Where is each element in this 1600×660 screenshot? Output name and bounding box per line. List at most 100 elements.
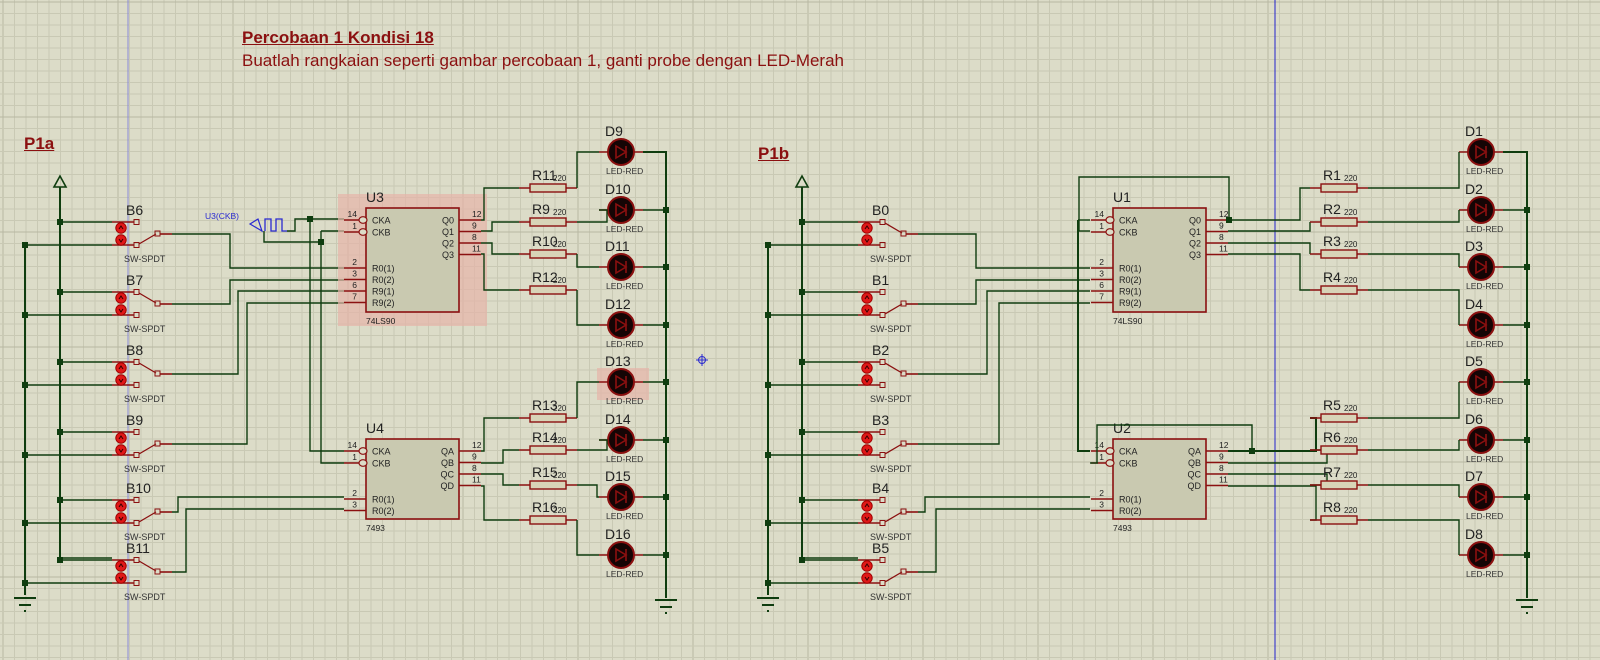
wire[interactable] xyxy=(577,439,608,451)
switch-lever[interactable] xyxy=(138,443,157,455)
switch-lever[interactable] xyxy=(884,222,903,234)
switch-lever[interactable] xyxy=(138,362,157,374)
wire[interactable] xyxy=(576,381,599,418)
wire[interactable] xyxy=(320,231,344,464)
switch-up-button[interactable] xyxy=(861,500,873,512)
switch-lever[interactable] xyxy=(884,443,903,455)
switch-down-button[interactable] xyxy=(115,444,127,456)
wire[interactable] xyxy=(481,242,519,255)
switch-up-button[interactable] xyxy=(115,292,127,304)
wire[interactable] xyxy=(1368,382,1460,419)
wire[interactable] xyxy=(576,520,599,556)
switch-down-button[interactable] xyxy=(115,234,127,246)
wire[interactable] xyxy=(1368,519,1460,555)
wire[interactable] xyxy=(172,279,344,305)
wire[interactable] xyxy=(1368,289,1460,325)
wire[interactable] xyxy=(481,417,519,452)
wire[interactable] xyxy=(172,496,344,513)
wire[interactable] xyxy=(481,187,519,221)
switch-up-button[interactable] xyxy=(115,432,127,444)
clock-probe-u3ckb[interactable]: U3(CKB) xyxy=(205,211,287,233)
wire[interactable] xyxy=(1077,220,1090,452)
switch-down-button[interactable] xyxy=(861,374,873,386)
wire[interactable] xyxy=(287,218,344,232)
switch-up-button[interactable] xyxy=(861,222,873,234)
wire[interactable] xyxy=(172,290,344,375)
switch-down-button[interactable] xyxy=(115,512,127,524)
switch-up-button[interactable] xyxy=(861,432,873,444)
switch-down-button[interactable] xyxy=(861,512,873,524)
switch-lever[interactable] xyxy=(884,511,903,523)
switch-lever[interactable] xyxy=(138,233,157,245)
switch-down-button[interactable] xyxy=(861,304,873,316)
switch-up-button[interactable] xyxy=(115,560,127,572)
wire[interactable] xyxy=(1368,440,1460,451)
wire[interactable] xyxy=(1368,253,1460,267)
wire[interactable] xyxy=(1228,242,1311,254)
wire[interactable] xyxy=(918,279,1090,305)
wire[interactable] xyxy=(1228,222,1311,232)
switch-up-button[interactable] xyxy=(861,292,873,304)
wire[interactable] xyxy=(1228,473,1328,486)
wire[interactable] xyxy=(1096,424,1253,463)
wire[interactable] xyxy=(918,233,1090,269)
wire[interactable] xyxy=(481,221,519,232)
switch-down-button[interactable] xyxy=(861,444,873,456)
switch-lever[interactable] xyxy=(138,292,157,304)
wire[interactable] xyxy=(918,302,1090,445)
wire[interactable] xyxy=(576,290,599,326)
switch-up-button[interactable] xyxy=(115,362,127,374)
wire[interactable] xyxy=(1368,210,1460,223)
wire[interactable] xyxy=(918,508,1090,573)
wire[interactable] xyxy=(576,254,599,268)
wire[interactable] xyxy=(172,233,344,269)
switch-down-button[interactable] xyxy=(115,374,127,386)
switch-down-button[interactable] xyxy=(115,304,127,316)
wire[interactable] xyxy=(481,253,519,291)
switch-lever[interactable] xyxy=(138,560,157,572)
switch-down-button[interactable] xyxy=(115,572,127,584)
switch-lever[interactable] xyxy=(884,362,903,374)
wire[interactable] xyxy=(1228,187,1310,221)
wire[interactable] xyxy=(172,508,344,573)
wire[interactable] xyxy=(481,485,519,521)
wire[interactable] xyxy=(918,496,1090,513)
wire[interactable] xyxy=(643,151,667,598)
wire[interactable] xyxy=(309,219,344,452)
wire[interactable] xyxy=(481,473,519,486)
